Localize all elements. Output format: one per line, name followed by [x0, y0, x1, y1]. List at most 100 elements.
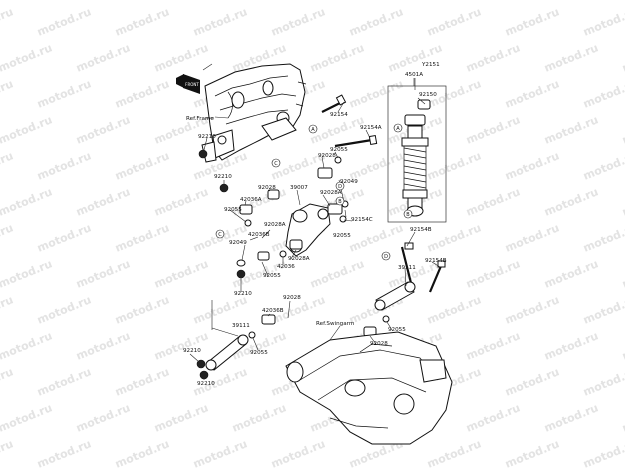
watermark-text: motod.ru	[425, 5, 483, 38]
watermark-text: motod.ru	[0, 113, 54, 146]
callout-letter: A	[311, 127, 315, 133]
watermark-text: motod.ru	[35, 221, 93, 254]
watermark-text: motod.ru	[0, 293, 15, 326]
callout-letter: B	[406, 212, 410, 218]
frame-outline-box	[387, 78, 447, 223]
label-92154A: 92154A	[360, 125, 382, 131]
watermark-text: motod.ru	[542, 0, 600, 3]
watermark-text: motod.ru	[0, 329, 54, 362]
watermark-text: motod.ru	[347, 221, 405, 254]
watermark-text: motod.ru	[386, 41, 444, 74]
svg-text:FRONT: FRONT	[185, 82, 199, 87]
label-92028-a: 92028	[318, 153, 336, 159]
callout-letter: C	[274, 161, 278, 167]
watermark-text: motod.ru	[542, 257, 600, 290]
watermark-text: motod.ru	[347, 5, 405, 38]
label-92055-b: 92055	[224, 207, 242, 213]
watermark-text: motod.ru	[35, 149, 93, 182]
watermark-text: motod.ru	[0, 365, 15, 398]
label-92028A-c: 92028A	[288, 256, 310, 262]
watermark-text: motod.ru	[581, 5, 625, 38]
watermark-text: motod.ru	[0, 401, 54, 434]
label-39111-b: 39111	[398, 265, 416, 271]
watermark-text: motod.ru	[347, 77, 405, 110]
label-92049-a: 92049	[340, 179, 358, 185]
label-39111-a: 39111	[232, 323, 250, 329]
watermark-text: motod.ru	[0, 437, 15, 468]
watermark-text: motod.ru	[74, 113, 132, 146]
watermark-text: motod.ru	[464, 401, 522, 434]
label-92150: 92150	[419, 92, 437, 98]
watermark-text: motod.ru	[269, 437, 327, 468]
watermark-text: motod.ru	[0, 5, 15, 38]
watermark-text: motod.ru	[425, 221, 483, 254]
label-92210-e: 92210	[197, 381, 215, 387]
label-92055-d: 92055	[263, 273, 281, 279]
watermark-text: motod.ru	[503, 77, 561, 110]
watermark-text: motod.ru	[35, 365, 93, 398]
watermark-text: motod.ru	[503, 5, 561, 38]
bolt-92154B-right	[428, 260, 446, 293]
watermark-text: motod.ru	[113, 77, 171, 110]
watermark-text: motod.ru	[581, 149, 625, 182]
watermark-text: motod.ru	[152, 185, 210, 218]
watermark-text: motod.ru	[503, 149, 561, 182]
watermark-text: motod.ru	[113, 5, 171, 38]
watermark-text: motod.ru	[230, 0, 288, 3]
ref-frame-label: Ref.Frame	[186, 116, 214, 122]
watermark-text: motod.ru	[581, 77, 625, 110]
watermark-text: motod.ru	[620, 257, 625, 290]
label-92210-b: 92210	[214, 174, 232, 180]
label-39007: 39007	[290, 185, 308, 191]
watermark-text: motod.ru	[581, 437, 625, 468]
watermark-text: motod.ru	[542, 113, 600, 146]
frame-drawing	[201, 63, 307, 163]
label-92210-d: 92210	[183, 348, 201, 354]
label-92028-d: 92028	[370, 341, 388, 347]
watermark-text: motod.ru	[542, 41, 600, 74]
watermark-text: motod.ru	[0, 257, 54, 290]
watermark-text: motod.ru	[425, 293, 483, 326]
label-42036: 42036	[277, 264, 295, 270]
label-92154C: 92154C	[351, 217, 373, 223]
callout-C-frame: C	[271, 158, 281, 168]
watermark-text: motod.ru	[113, 293, 171, 326]
label-92154B-top: 92154B	[410, 227, 432, 233]
callout-letter: B	[338, 199, 342, 205]
watermark-text: motod.ru	[191, 5, 249, 38]
watermark-text: motod.ru	[620, 185, 625, 218]
diagram-code: Y2151	[421, 62, 440, 68]
collars-bushings	[239, 167, 377, 337]
watermark-text: motod.ru	[0, 221, 15, 254]
watermark-text: motod.ru	[74, 401, 132, 434]
callout-A-frame: A	[308, 124, 318, 134]
label-92049-b: 92049	[229, 240, 247, 246]
watermark-text: motod.ru	[113, 437, 171, 468]
watermark-text: motod.ru	[35, 5, 93, 38]
label-92055-a: 92055	[330, 147, 348, 153]
watermark-text: motod.ru	[152, 257, 210, 290]
tie-rod-39111-left	[205, 334, 249, 371]
label-4501A: 4501A	[405, 72, 423, 78]
watermark-text: motod.ru	[581, 365, 625, 398]
watermark-text: motod.ru	[503, 221, 561, 254]
watermark-text: motod.ru	[464, 0, 522, 3]
watermark-text: motod.ru	[308, 257, 366, 290]
watermark-text: motod.ru	[74, 0, 132, 3]
watermark-text: motod.ru	[308, 0, 366, 3]
label-92028A-a: 92028A	[320, 190, 342, 196]
label-92154B-right: 92154B	[425, 258, 447, 264]
part-labels: Y2151 4501A 92150 92154 Ref.Frame 92154A…	[183, 62, 447, 387]
callout-letter: D	[338, 184, 342, 190]
watermark-text: motod.ru	[191, 437, 249, 468]
watermark-text: motod.ru	[503, 437, 561, 468]
watermark-text: motod.ru	[542, 401, 600, 434]
watermark-text: motod.ru	[425, 437, 483, 468]
watermark-text: motod.ru	[542, 185, 600, 218]
watermark-text: motod.ru	[464, 113, 522, 146]
watermark-text: motod.ru	[74, 257, 132, 290]
watermark-text: motod.ru	[35, 437, 93, 468]
tie-rod-39111-right	[374, 281, 416, 311]
watermark-text: motod.ru	[191, 293, 249, 326]
